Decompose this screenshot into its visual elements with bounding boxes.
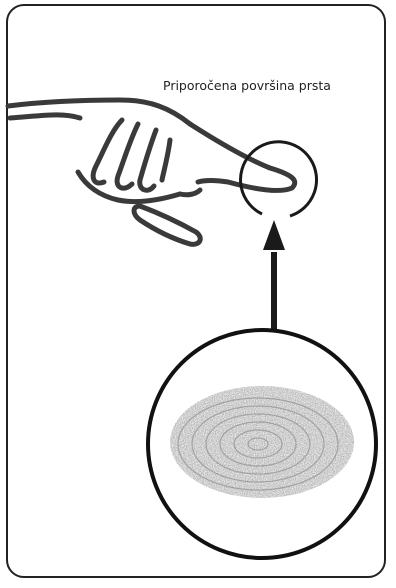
pointing-hand-icon bbox=[8, 100, 295, 244]
fingerprint-icon bbox=[148, 330, 376, 558]
arrow-up-icon bbox=[263, 220, 285, 330]
fingertip-target-ring bbox=[241, 142, 317, 216]
